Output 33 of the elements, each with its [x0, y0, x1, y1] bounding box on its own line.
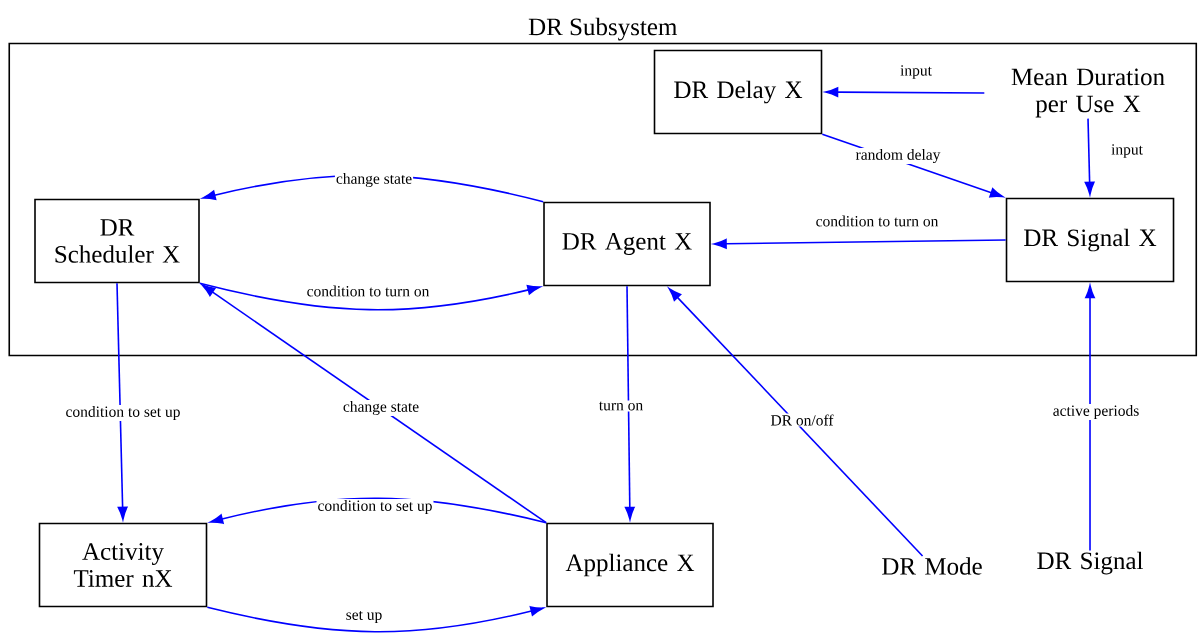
edge-label: input	[1110, 143, 1144, 159]
edge-label: set up	[344, 610, 384, 624]
arrow	[201, 284, 547, 524]
arrow	[668, 288, 924, 557]
edge-label: active periods	[1051, 404, 1141, 421]
process-box: DR Scheduler X	[34, 198, 200, 284]
edge-label: condition to turn on	[305, 284, 431, 298]
arrow	[1085, 285, 1095, 552]
arrow	[1084, 117, 1095, 195]
arrow	[116, 282, 128, 520]
node-label: DR Subsystem	[528, 17, 678, 41]
process-box: Appliance X	[546, 522, 714, 608]
edge-label: change state	[341, 399, 421, 417]
edge-label: input	[899, 64, 933, 80]
process-box: Activity Timer nX	[38, 522, 208, 608]
arrow	[825, 87, 986, 98]
edge-label: random delay	[854, 147, 942, 165]
arrow	[713, 238, 1007, 249]
arrow	[624, 285, 635, 520]
edge-label: DR on/off	[769, 413, 835, 427]
edge-label: condition to set up	[316, 499, 434, 516]
arrow	[199, 282, 541, 311]
process-box: DR Agent X	[543, 201, 711, 287]
edge-label: condition to set up	[64, 405, 182, 422]
process-box: DR Delay X	[653, 49, 823, 135]
edge-label: condition to turn on	[814, 214, 940, 228]
process-box: DR Signal X	[1005, 197, 1175, 283]
edge-label: change state	[334, 171, 414, 189]
node-text: DR Signal	[1037, 551, 1143, 575]
edge-label: turn on	[597, 400, 645, 412]
arrow	[206, 606, 544, 633]
node-text: Mean Duration per Use X	[1011, 68, 1165, 118]
node-text: DR Mode	[882, 557, 982, 575]
